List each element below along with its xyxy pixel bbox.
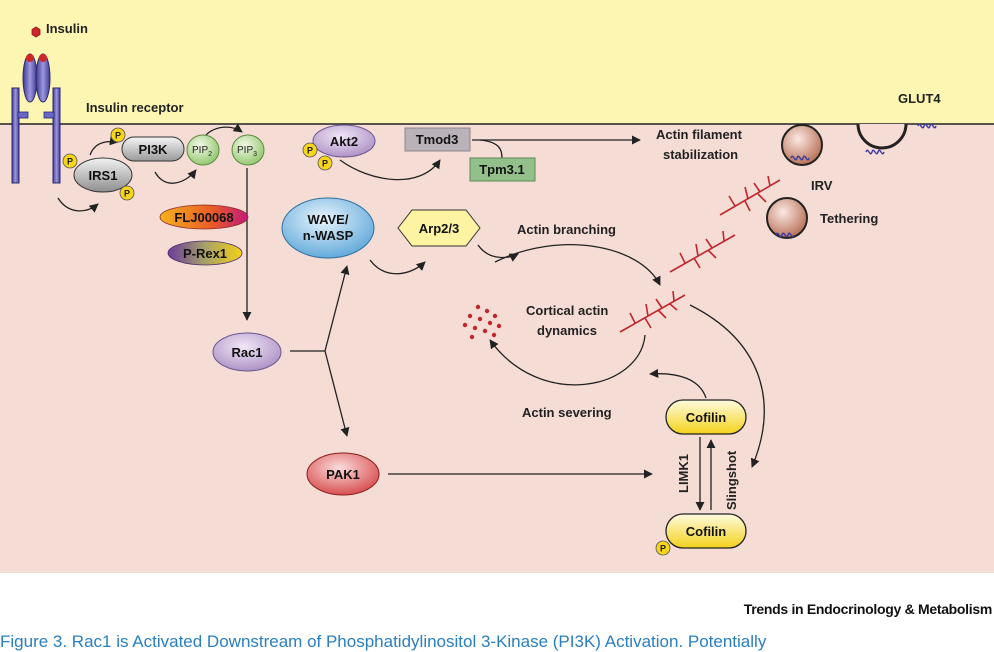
pip2-node xyxy=(186,134,220,166)
phosphate-icon: P xyxy=(110,127,126,143)
akt2-node xyxy=(312,124,376,158)
akt2-label: Akt2 xyxy=(330,134,358,149)
tmod3-node xyxy=(404,127,471,152)
glut4-label: GLUT4 xyxy=(898,91,941,106)
pip2-label: PIP2 xyxy=(192,145,212,158)
irs1-label: IRS1 xyxy=(89,168,118,183)
tpm31-label: Tpm3.1 xyxy=(479,162,525,177)
glut4-fused-vesicle xyxy=(856,123,908,150)
arrow-arp23-to-branching xyxy=(477,244,519,262)
insulin-receptor-label: Insulin receptor xyxy=(86,100,184,115)
phospho-cofilin-node xyxy=(665,513,747,549)
figure-caption: Figure 3. Rac1 is Activated Downstream o… xyxy=(0,632,767,651)
tethering-vesicle xyxy=(766,197,808,239)
arp23-label: Arp2/3 xyxy=(419,221,459,236)
tmod3-label: Tmod3 xyxy=(416,132,459,147)
pip3-node xyxy=(231,134,265,166)
insulin-receptor-icon xyxy=(11,53,61,184)
journal-name: Trends in Endocrinology & Metabolism xyxy=(743,601,993,617)
arrow-cofilin-to-severing xyxy=(649,368,707,399)
phosphate-icon: P xyxy=(62,153,78,169)
pi3k-label: PI3K xyxy=(139,142,169,157)
arrow-actin-branching-cycle xyxy=(494,244,661,286)
pi3k-node xyxy=(121,136,185,162)
wave-label-line1: WAVE/ xyxy=(308,212,349,227)
arrow-akt2-to-tmod3 xyxy=(339,159,441,181)
pak1-label: PAK1 xyxy=(326,467,360,482)
irv-vesicle xyxy=(781,124,823,166)
slingshot-label: Slingshot xyxy=(724,450,739,510)
wave-nwasp-node xyxy=(281,197,375,259)
rac1-label: Rac1 xyxy=(231,345,262,360)
g-actin-monomers-icon xyxy=(462,304,502,340)
arrow-pip2-to-pip3 xyxy=(204,123,243,137)
arrow-wave-to-arp23 xyxy=(369,259,426,275)
actin-filament-stabilization-label-2: stabilization xyxy=(663,147,738,162)
glut4-icon xyxy=(865,123,937,155)
tpm31-inhibition-line xyxy=(479,139,503,159)
svg-text:P: P xyxy=(124,189,130,199)
actin-severing-label: Actin severing xyxy=(522,405,612,420)
prex1-label: P-Rex1 xyxy=(183,246,227,261)
phosphate-icon: P xyxy=(302,142,318,158)
actin-branching-label: Actin branching xyxy=(517,222,616,237)
arrow-rac1-to-pak1 xyxy=(324,350,350,437)
insulin-molecule-icon xyxy=(31,26,41,38)
prex1-node xyxy=(167,240,243,266)
tpm31-node xyxy=(469,157,536,182)
svg-text:P: P xyxy=(660,544,666,554)
actin-filament-icon xyxy=(619,175,781,333)
phospho-cofilin-label: Cofilin xyxy=(686,524,726,539)
rac1-node xyxy=(212,332,282,372)
arp23-node xyxy=(397,209,481,247)
insulin-label: Insulin xyxy=(46,21,88,36)
cortical-actin-label-2: dynamics xyxy=(537,323,597,338)
flj00068-node xyxy=(159,204,249,230)
svg-text:P: P xyxy=(67,157,73,167)
cofilin-node xyxy=(665,399,747,435)
limk1-label: LIMK1 xyxy=(676,454,691,493)
wave-label-line2: n-WASP xyxy=(303,228,354,243)
pak1-node xyxy=(306,452,380,496)
flj00068-label: FLJ00068 xyxy=(174,210,233,225)
svg-text:P: P xyxy=(307,146,313,156)
tethering-label: Tethering xyxy=(820,211,878,226)
arrow-irs1-to-pi3k xyxy=(89,136,119,156)
cortical-actin-label-1: Cortical actin xyxy=(526,303,608,318)
phosphate-icon: P xyxy=(655,540,671,556)
phosphate-icon: P xyxy=(119,185,135,201)
actin-filament-stabilization-label-1: Actin filament xyxy=(656,127,743,142)
arrow-cortical-cycle-return xyxy=(489,334,646,386)
svg-text:P: P xyxy=(115,131,121,141)
extracellular-region xyxy=(0,0,994,124)
arrow-receptor-to-irs1 xyxy=(57,197,99,213)
pip3-label: PIP3 xyxy=(237,145,257,158)
arrow-pi3k-to-pip2 xyxy=(154,169,197,184)
cofilin-label: Cofilin xyxy=(686,410,726,425)
phosphate-icon: P xyxy=(317,155,333,171)
arrow-rac1-to-wave xyxy=(324,265,350,352)
irv-label: IRV xyxy=(811,178,833,193)
svg-text:P: P xyxy=(322,159,328,169)
irs1-node xyxy=(73,157,133,193)
arrow-filament-to-phospho-cofilin xyxy=(689,304,765,468)
